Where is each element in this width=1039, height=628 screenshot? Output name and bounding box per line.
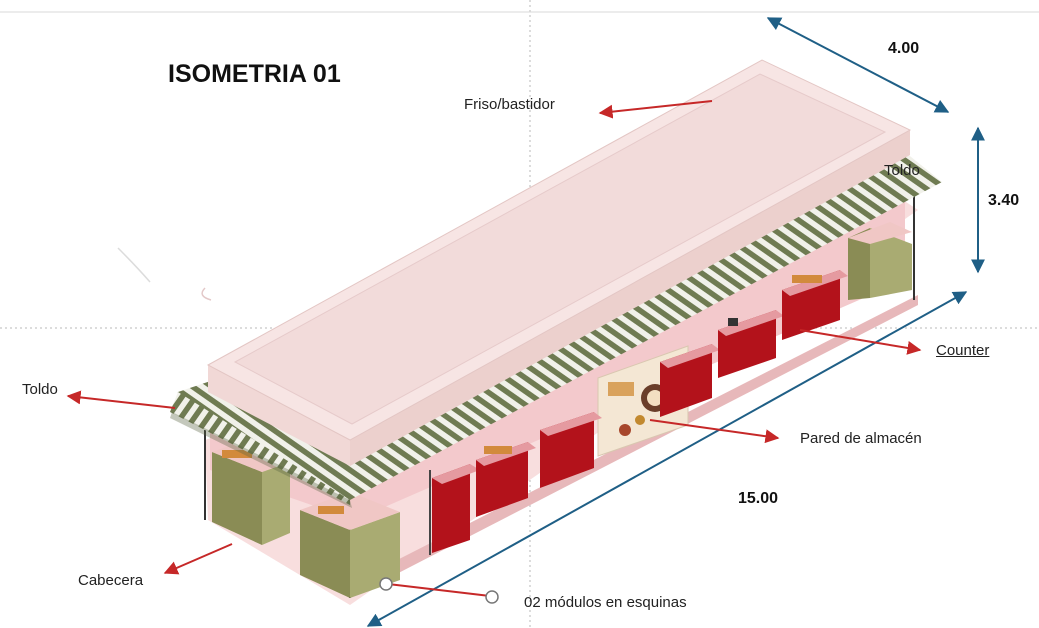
counter-arrow [799,329,922,355]
cabecera-arrow [163,543,233,575]
dimension-lines [366,17,985,627]
modulos-leader-line [387,583,491,597]
pared-label: Pared de almacén [800,430,922,447]
dimension-width-arrow [766,17,950,113]
sketch-mark [117,247,151,283]
awning-front-side [170,392,350,505]
roof-front-face [208,365,350,466]
cabecera-label: Cabecera [78,572,144,589]
friso-label: Friso/bastidor [464,96,555,113]
diagram-title: ISOMETRIA 01 [168,60,341,88]
dimension-height-label: 3.40 [988,192,1020,209]
toldo-left-label: Toldo [22,381,58,398]
toldo-right-label: Toldo [884,162,920,179]
friso-arrow [598,100,713,119]
dimension-length-arrow [366,291,968,627]
dimension-length-label: 15.00 [738,490,779,507]
modulos-leader-start [379,577,393,591]
toldo-left-arrow [66,390,176,409]
dimension-width-label: 4.00 [888,40,920,57]
modulos-label: 02 módulos en esquinas [524,594,687,611]
modulos-leader-end [485,590,499,604]
corner-module-left [212,442,290,545]
corner-module-right [848,222,912,300]
counter-label: Counter [936,342,990,359]
sketch-mark [201,287,212,301]
pared-arrow [649,419,780,444]
callout-arrows [66,100,922,604]
